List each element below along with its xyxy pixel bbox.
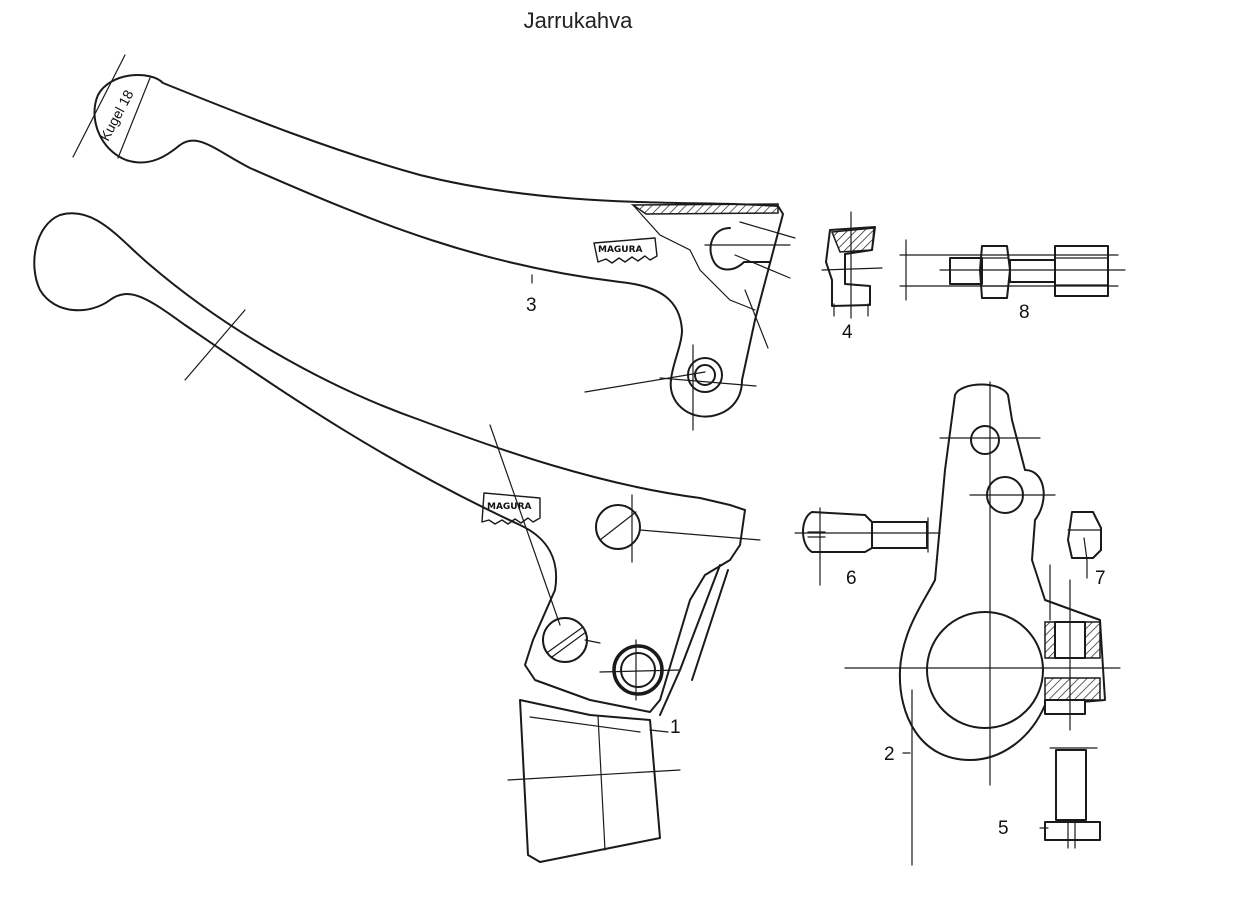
brand-stamp-lower: MAGURA (481, 492, 541, 525)
part-label-4: 4 (842, 322, 853, 343)
cable-nipple: 4 (821, 211, 883, 343)
ball-size-label: Kugel 18 (97, 87, 137, 143)
part-label-2: 2 (884, 744, 895, 765)
part-label-3: 3 (526, 295, 537, 316)
part-label-5: 5 (998, 818, 1009, 839)
pivot-screw: 6 (794, 507, 941, 589)
lever-blade-upper: Kugel 18 MAGURA 3 (72, 54, 796, 431)
lever-assembly-lower: MAGURA 1 (33, 212, 761, 863)
hex-nut: 7 (1067, 511, 1106, 589)
handlebar-clamp: 2 (844, 381, 1121, 866)
part-label-7: 7 (1095, 568, 1106, 589)
section-hatch-upper (630, 203, 779, 215)
brand-stamp-upper: MAGURA (593, 237, 658, 264)
svg-text:MAGURA: MAGURA (487, 502, 532, 512)
svg-text:MAGURA: MAGURA (598, 245, 643, 255)
part-label-8: 8 (1019, 302, 1030, 323)
part-label-6: 6 (846, 568, 857, 589)
diagram-title: Jarrukahva (523, 8, 633, 33)
ball-dimension-line (72, 54, 126, 158)
part-label-1: 1 (670, 717, 681, 738)
ball-diameter-arrow (117, 77, 151, 159)
clamp-bolt: 5 (998, 747, 1101, 849)
cable-adjuster: 8 (899, 239, 1126, 323)
